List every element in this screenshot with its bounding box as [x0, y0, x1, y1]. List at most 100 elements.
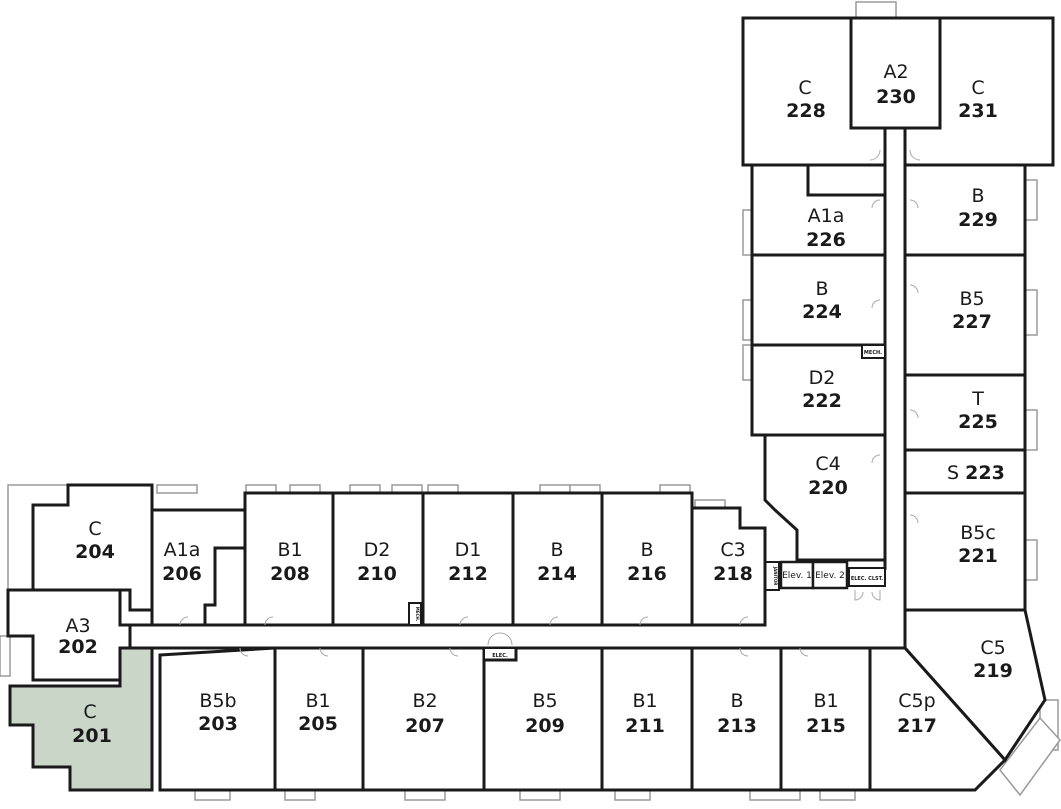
- unit-type: B1: [632, 690, 657, 712]
- unit-number: 217: [897, 715, 937, 737]
- unit-number: 226: [806, 229, 846, 251]
- mech-label: MECH.: [415, 607, 420, 622]
- unit-type: B: [550, 539, 563, 561]
- elec-closet-top: ELEC. CLST.: [848, 567, 886, 587]
- unit-type: B1: [305, 690, 330, 712]
- unit-type: B: [815, 278, 828, 300]
- unit-type: A1a: [808, 205, 845, 227]
- unit-number: 206: [162, 563, 202, 585]
- mech-room-bottom: MECH.: [408, 602, 422, 626]
- unit-type: B5b: [199, 690, 236, 712]
- unit-number: 201: [72, 725, 112, 747]
- unit-number: 224: [802, 301, 842, 323]
- mech-label: MECH.: [864, 350, 882, 356]
- unit-type: B: [640, 539, 653, 561]
- unit-223[interactable]: S 223: [903, 448, 1027, 495]
- janitor-closet: JANITOR: [764, 561, 780, 591]
- unit-number: 207: [405, 715, 445, 737]
- elev2-label: Elev. 2: [815, 571, 845, 581]
- unit-number: 230: [876, 86, 916, 108]
- unit-type: B5c: [960, 522, 996, 544]
- unit-number: 214: [537, 563, 577, 585]
- unit-number: 222: [802, 390, 842, 412]
- unit-number: 229: [958, 209, 998, 231]
- unit-type: C5p: [898, 690, 935, 712]
- unit-number: 209: [525, 715, 565, 737]
- unit-type: B1: [277, 539, 302, 561]
- unit-type: A3: [65, 615, 90, 637]
- unit-number: 220: [808, 477, 848, 499]
- unit-number: 223: [965, 462, 1005, 484]
- elev1-label: Elev. 1: [782, 571, 812, 581]
- unit-number: 218: [713, 563, 753, 585]
- unit-number: 212: [448, 563, 488, 585]
- unit-number: 231: [958, 100, 998, 122]
- unit-number: 227: [952, 311, 992, 333]
- unit-number: 228: [786, 100, 826, 122]
- unit-type: C: [88, 518, 101, 540]
- unit-number: 205: [298, 713, 338, 735]
- unit-type: C: [798, 77, 811, 99]
- elec-clst-label: ELEC. CLST.: [851, 576, 883, 582]
- unit-type: B5: [959, 288, 984, 310]
- unit-number: 208: [270, 563, 310, 585]
- unit-type: C4: [815, 453, 840, 475]
- unit-number: 211: [625, 715, 665, 737]
- elevator-2[interactable]: Elev. 2: [811, 560, 849, 590]
- unit-type: B5: [532, 690, 557, 712]
- unit-number: 215: [806, 715, 846, 737]
- janitor-label: JANITOR: [773, 566, 778, 586]
- unit-type: S: [947, 462, 959, 484]
- unit-number: 210: [357, 563, 397, 585]
- unit-type: B: [730, 690, 743, 712]
- unit-number: 204: [75, 541, 115, 563]
- door-swings: [179, 149, 921, 657]
- unit-number: 221: [958, 545, 998, 567]
- unit-type: B: [971, 185, 984, 207]
- unit-type: D2: [364, 539, 391, 561]
- unit-213[interactable]: B 213: [690, 646, 783, 792]
- unit-type: A1a: [164, 539, 201, 561]
- unit-number: 203: [198, 713, 238, 735]
- unit-number: 213: [717, 715, 757, 737]
- mech-room-top: MECH.: [861, 344, 886, 359]
- unit-number: 225: [958, 411, 998, 433]
- unit-number: 202: [58, 636, 98, 658]
- unit-type: T: [971, 388, 984, 410]
- unit-type: D1: [455, 539, 482, 561]
- unit-type: C3: [720, 539, 745, 561]
- unit-type: B2: [412, 690, 437, 712]
- elevator-1[interactable]: Elev. 1: [779, 560, 815, 590]
- unit-type: D2: [809, 367, 836, 389]
- unit-type: C: [83, 701, 96, 723]
- unit-number: 216: [627, 563, 667, 585]
- elec-room: ELEC.: [483, 647, 517, 661]
